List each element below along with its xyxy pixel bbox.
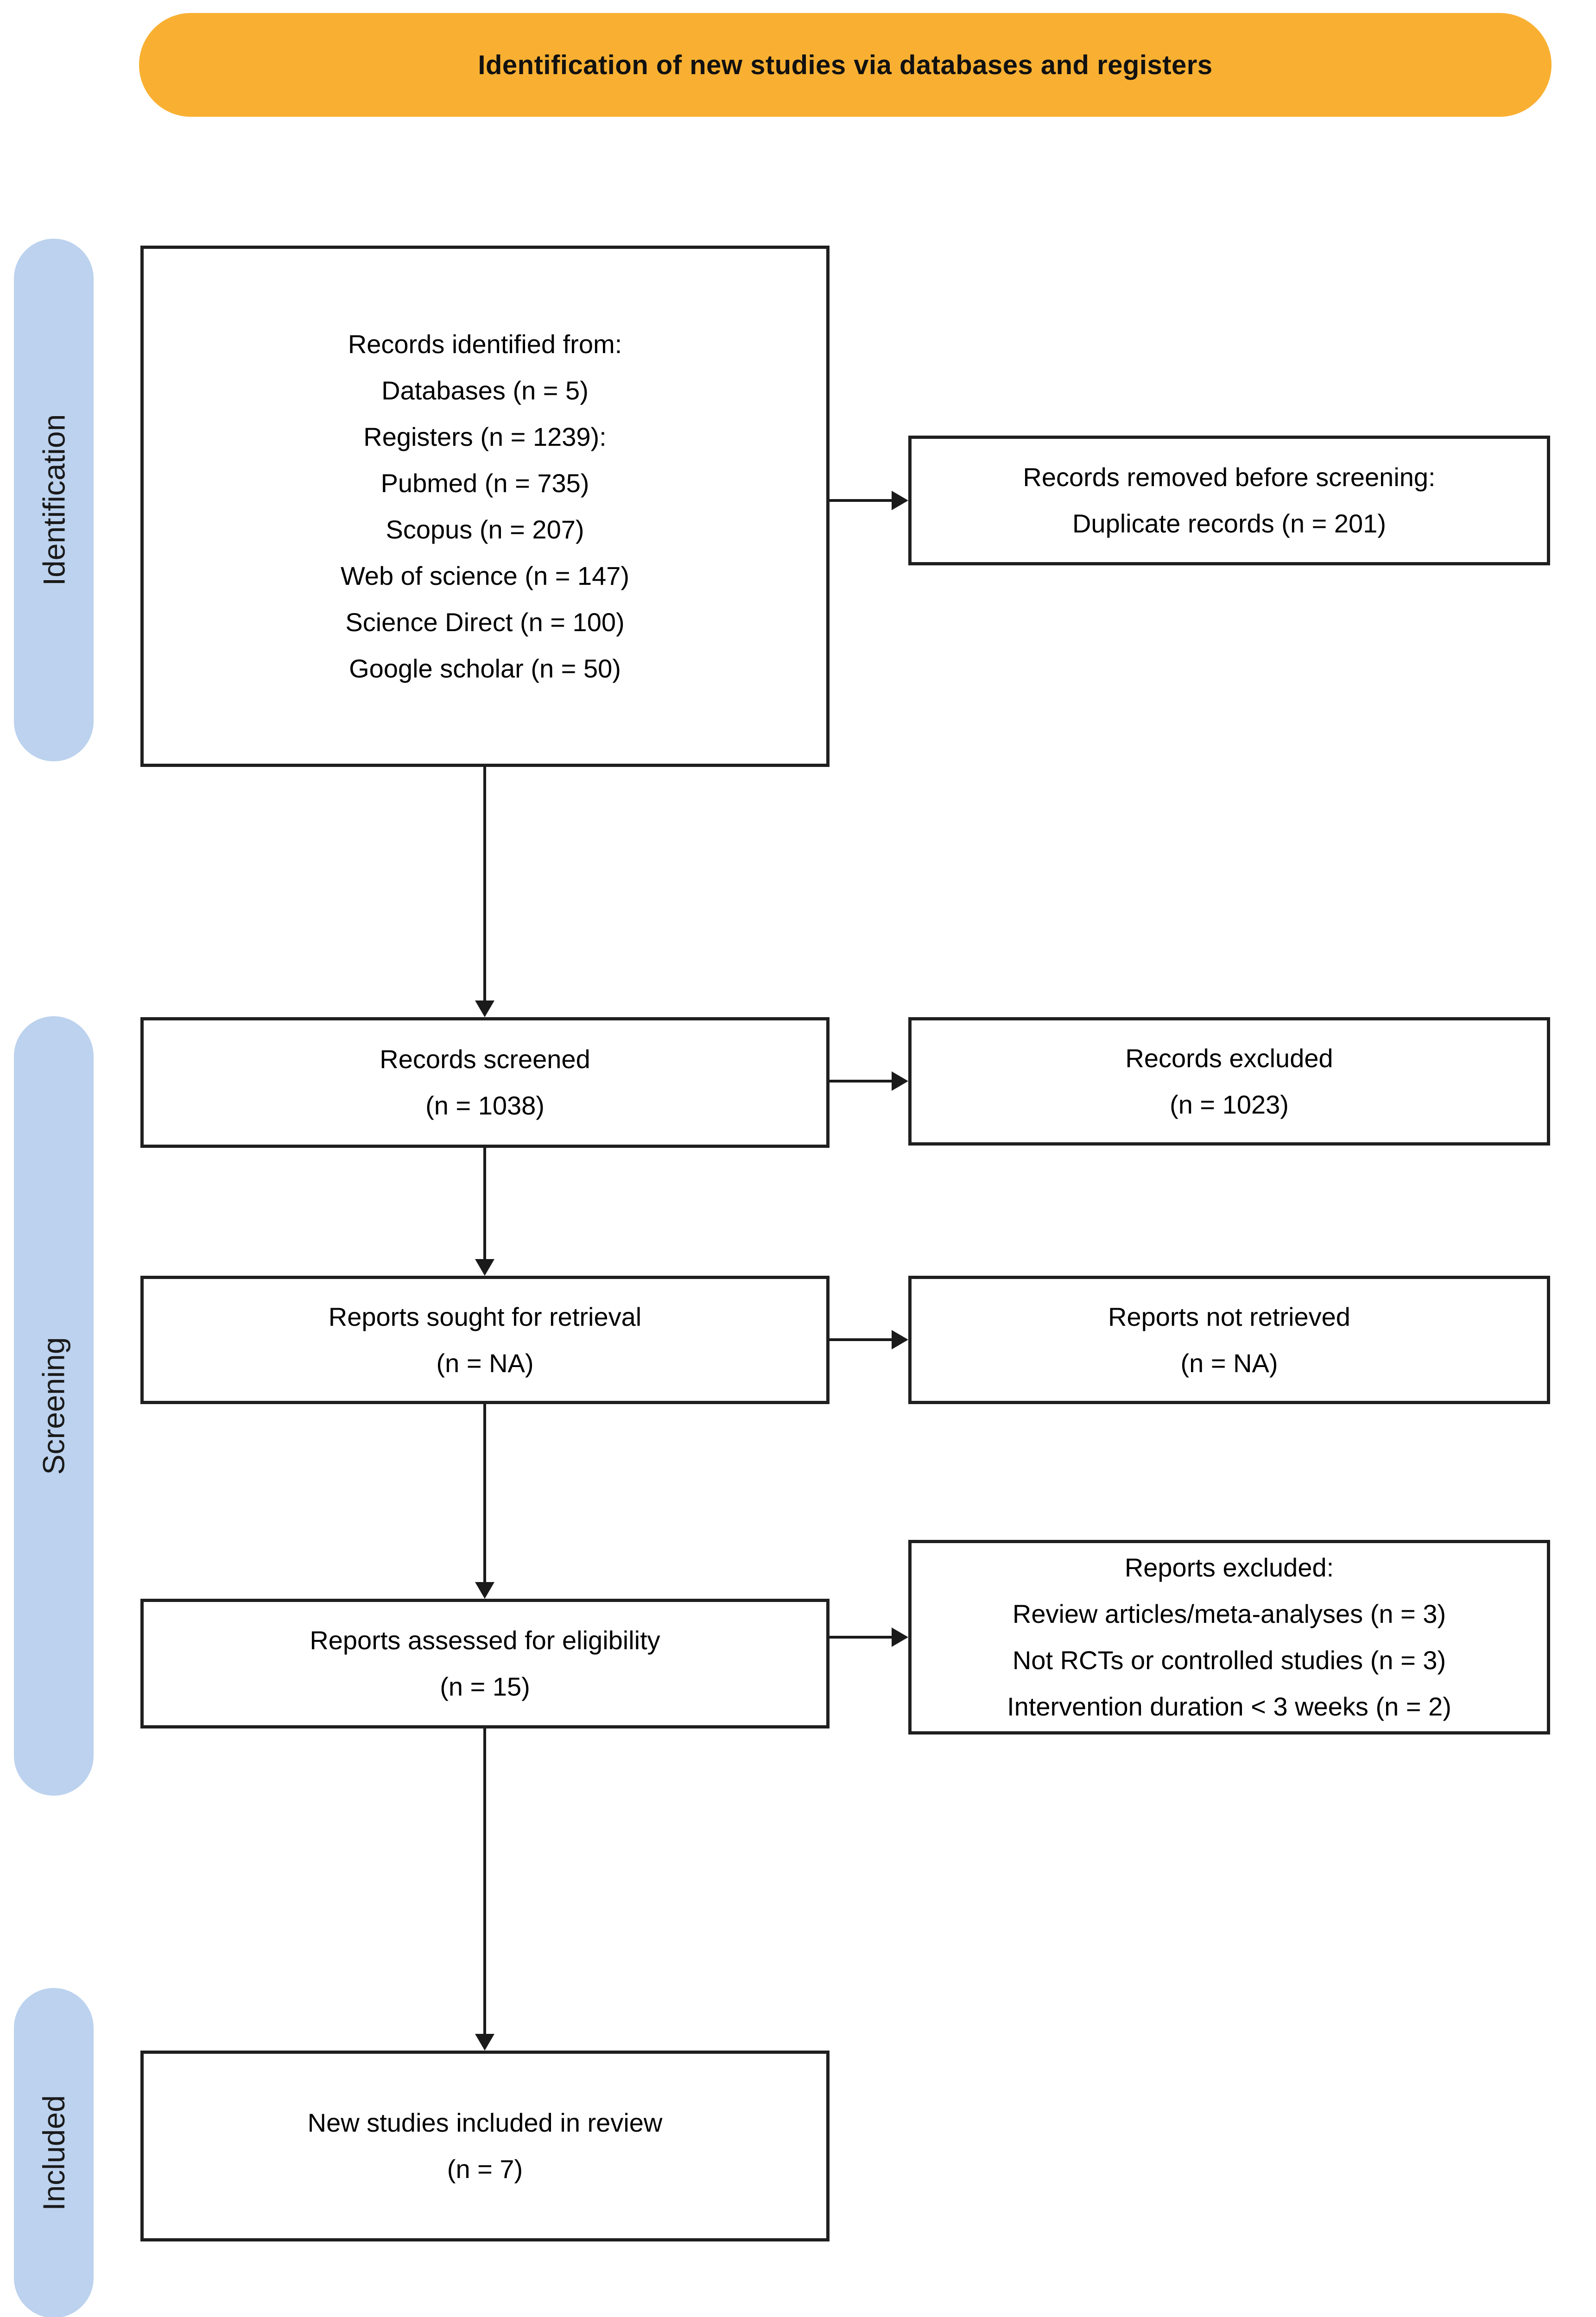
right-arrow-identified-to-removed <box>830 491 908 510</box>
right-arrow-sought-to-not-retrieved <box>830 1330 908 1349</box>
box-line: Pubmed (n = 735) <box>380 468 589 498</box>
box-line: Records screened <box>380 1045 590 1074</box>
box-line: Records identified from: <box>348 329 622 359</box>
banner: Identification of new studies via databa… <box>139 13 1552 117</box>
stage-label-screening: Screening <box>14 1016 94 1796</box>
box-records-screened: Records screened (n = 1038) <box>140 1017 830 1148</box>
box-line: Web of science (n = 147) <box>340 561 630 590</box>
stage-label-identification: Identification <box>14 239 94 761</box>
box-records-excluded: Records excluded (n = 1023) <box>908 1017 1550 1146</box>
box-line: Science Direct (n = 100) <box>345 607 625 637</box>
box-line: Reports sought for retrieval <box>328 1302 642 1331</box>
box-reports-assessed-for-eligibility: Reports assessed for eligibility (n = 15… <box>140 1599 830 1728</box>
box-line: (n = NA) <box>1180 1348 1278 1378</box>
box-line: Duplicate records (n = 201) <box>1072 509 1386 538</box>
box-line: Not RCTs or controlled studies (n = 3) <box>1012 1646 1446 1675</box>
box-records-removed-before-screening: Records removed before screening: Duplic… <box>908 436 1550 565</box>
stage-label-identification-text: Identification <box>37 414 71 586</box>
stage-label-included-text: Included <box>37 2095 71 2211</box>
box-records-identified: Records identified from: Databases (n = … <box>140 246 830 767</box>
box-line: Registers (n = 1239): <box>363 422 607 451</box>
box-new-studies-included: New studies included in review (n = 7) <box>140 2051 830 2241</box>
box-line: Reports excluded: <box>1124 1553 1334 1582</box>
box-reports-sought-for-retrieval: Reports sought for retrieval (n = NA) <box>140 1276 830 1404</box>
box-line: (n = 15) <box>440 1672 530 1701</box>
stage-label-screening-text: Screening <box>37 1337 71 1475</box>
box-line: Reports assessed for eligibility <box>310 1626 660 1655</box>
right-arrow-assessed-to-excluded <box>830 1627 908 1647</box>
down-arrow-assessed-to-included <box>475 1728 494 2051</box>
box-line: (n = 1038) <box>425 1091 545 1120</box>
box-reports-not-retrieved: Reports not retrieved (n = NA) <box>908 1276 1550 1404</box>
box-line: Review articles/meta-analyses (n = 3) <box>1012 1599 1446 1628</box>
box-line: (n = NA) <box>436 1348 534 1378</box>
stage-label-included: Included <box>14 1988 94 2317</box>
down-arrow-screened-to-sought <box>475 1148 494 1276</box>
box-line: Intervention duration < 3 weeks (n = 2) <box>1007 1692 1451 1721</box>
banner-title: Identification of new studies via databa… <box>478 50 1213 80</box>
down-arrow-identified-to-screened <box>475 767 494 1017</box>
box-line: Reports not retrieved <box>1108 1302 1350 1331</box>
box-line: (n = 7) <box>447 2154 523 2184</box>
box-line: Scopus (n = 207) <box>386 514 584 544</box>
box-line: Databases (n = 5) <box>381 375 589 405</box>
box-line: (n = 1023) <box>1170 1089 1289 1119</box>
right-arrow-screened-to-excluded <box>830 1071 908 1091</box>
box-line: Google scholar (n = 50) <box>349 653 621 683</box>
box-line: Records excluded <box>1125 1043 1333 1073</box>
box-line: Records removed before screening: <box>1023 462 1436 492</box>
down-arrow-sought-to-assessed <box>475 1404 494 1599</box>
box-reports-excluded: Reports excluded: Review articles/meta-a… <box>908 1540 1550 1735</box>
box-line: New studies included in review <box>307 2108 663 2137</box>
